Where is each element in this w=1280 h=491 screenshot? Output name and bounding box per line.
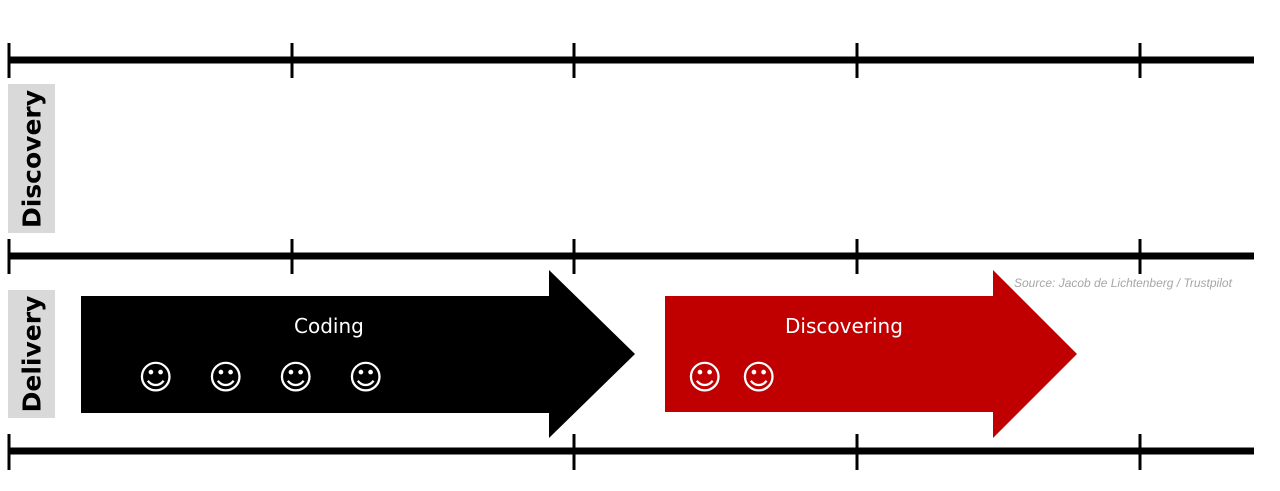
smiley-icon: ☺ (741, 358, 777, 398)
lane-label-delivery-text: Delivery (17, 295, 46, 413)
discovering-arrow (665, 270, 1077, 438)
discovering-label: Discovering (785, 314, 903, 338)
timeline-bottom-ticks (7, 434, 1142, 470)
smiley-icon: ☺ (278, 358, 314, 398)
coding-label: Coding (294, 314, 364, 338)
timeline-middle-ticks (7, 239, 1142, 274)
smiley-icon: ☺ (687, 358, 723, 398)
smiley-icon: ☺ (208, 358, 244, 398)
smiley-icon: ☺ (348, 358, 384, 398)
smiley-icon: ☺ (138, 358, 174, 398)
timeline-top-ticks (7, 43, 1142, 78)
lane-label-delivery: Delivery (8, 290, 55, 418)
lane-label-discovery: Discovery (8, 84, 55, 233)
source-caption: Source: Jacob de Lichtenberg / Trustpilo… (1014, 276, 1232, 290)
lane-label-discovery-text: Discovery (17, 89, 46, 228)
coding-arrow (81, 270, 635, 438)
